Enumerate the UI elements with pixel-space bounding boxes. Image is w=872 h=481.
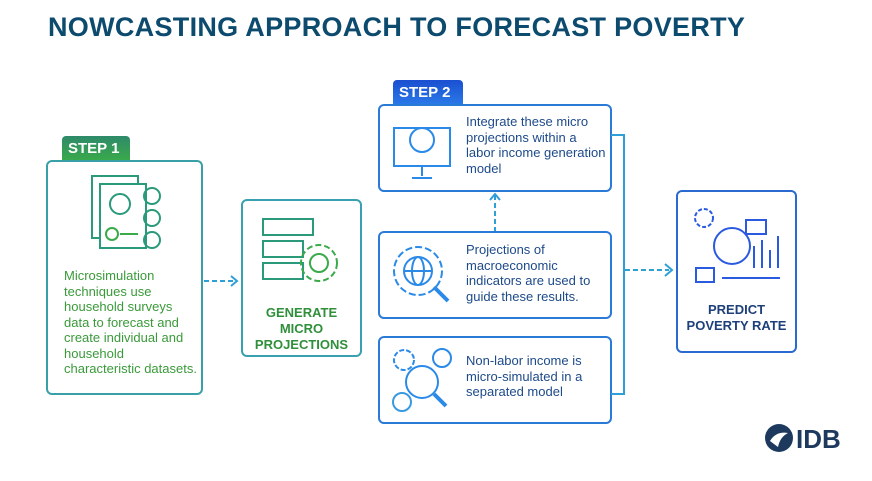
generate-title-line1: GENERATE bbox=[265, 305, 338, 320]
predict-title-line2: POVERTY RATE bbox=[686, 318, 787, 333]
generate-title-line2: MICRO bbox=[279, 321, 324, 336]
idb-logo-mark-icon bbox=[765, 424, 793, 452]
gear-magnifier-chart-icon bbox=[392, 348, 452, 412]
step1-box: Microsimulation techniques use household… bbox=[46, 160, 203, 395]
idb-logo-text: IDB bbox=[796, 424, 841, 454]
arrow-step1-to-generate bbox=[204, 275, 239, 287]
step2-tab: STEP 2 bbox=[393, 80, 463, 105]
server-gear-icon bbox=[262, 218, 338, 282]
step2-text-3: Non-labor income is micro-simulated in a… bbox=[466, 353, 583, 399]
generate-micro-projections-box: GENERATE MICRO PROJECTIONS bbox=[241, 199, 362, 357]
predict-poverty-rate-box: PREDICT POVERTY RATE bbox=[676, 190, 797, 353]
idb-logo: IDB bbox=[764, 421, 854, 457]
survey-document-icon bbox=[91, 175, 161, 249]
monitor-cycle-icon bbox=[393, 127, 451, 179]
step1-tab: STEP 1 bbox=[62, 136, 130, 161]
analytics-chart-icon bbox=[694, 208, 780, 283]
step2-text-2: Projections of macroeconomic indicators … bbox=[466, 242, 591, 304]
step2-box-labor-income: Integrate these micro projections within… bbox=[378, 104, 612, 192]
step1-description: Microsimulation techniques use household… bbox=[64, 268, 197, 376]
predict-title-line1: PREDICT bbox=[707, 302, 766, 317]
bracket-to-predict bbox=[611, 134, 674, 395]
page-title: NOWCASTING APPROACH TO FORECAST POVERTY bbox=[48, 12, 746, 42]
generate-title-line3: PROJECTIONS bbox=[254, 337, 349, 352]
step2-text-1: Integrate these micro projections within… bbox=[466, 114, 606, 176]
globe-gear-search-icon bbox=[393, 246, 450, 303]
arrow-up-dashed bbox=[489, 192, 501, 232]
step2-box-nonlabor: Non-labor income is micro-simulated in a… bbox=[378, 336, 612, 424]
step2-box-macro: Projections of macroeconomic indicators … bbox=[378, 231, 612, 319]
